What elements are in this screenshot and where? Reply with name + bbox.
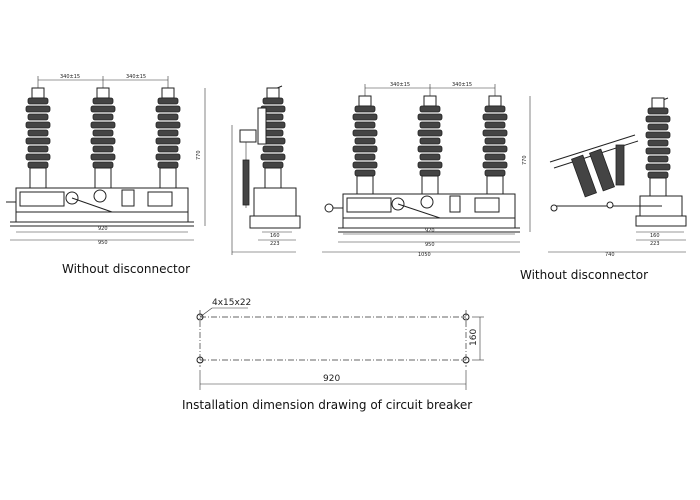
dim-950-2: 950 xyxy=(425,242,435,248)
mount-hole-bl xyxy=(196,356,204,364)
front-view-2: 340±15 340±15 920 950 1050 770 xyxy=(322,82,531,258)
dim-spacing-2a: 340±15 xyxy=(390,82,410,88)
dim-770-1: 770 xyxy=(196,150,202,160)
dim-740: 740 xyxy=(605,252,615,258)
mount-hole-tl xyxy=(196,313,204,321)
dim-spacing-2b: 340±15 xyxy=(452,82,472,88)
side-view-2: 160 223 740 xyxy=(548,97,687,258)
dim-spacing-1a: 340±15 xyxy=(60,74,80,80)
dim-950-1: 950 xyxy=(98,240,108,246)
dim-920-2: 920 xyxy=(425,228,435,234)
front-view-1: 340±15 340±15 xyxy=(6,74,206,246)
dim-1050: 1050 xyxy=(418,252,431,258)
mount-hole-br xyxy=(462,356,470,364)
dim-160-install: 160 xyxy=(469,329,479,346)
dim-223-2: 223 xyxy=(650,241,660,247)
caption-left: Without disconnector xyxy=(62,262,191,276)
caption-bottom: Installation dimension drawing of circui… xyxy=(182,398,473,412)
dim-spacing-1b: 340±15 xyxy=(126,74,146,80)
dim-920-install: 920 xyxy=(323,374,340,384)
side-view-1: 160 223 xyxy=(231,85,301,255)
installation-drawing: 4x15x22 160 920 xyxy=(196,298,484,390)
mount-hole-tr xyxy=(462,313,470,321)
dim-holes: 4x15x22 xyxy=(212,298,251,308)
dim-160-2: 160 xyxy=(650,233,660,239)
caption-right: Without disconnector xyxy=(520,268,649,282)
dim-920-1: 920 xyxy=(98,226,108,232)
dim-223-1: 223 xyxy=(270,241,280,247)
dim-160-1: 160 xyxy=(270,233,280,239)
dim-770-2: 770 xyxy=(522,155,528,165)
